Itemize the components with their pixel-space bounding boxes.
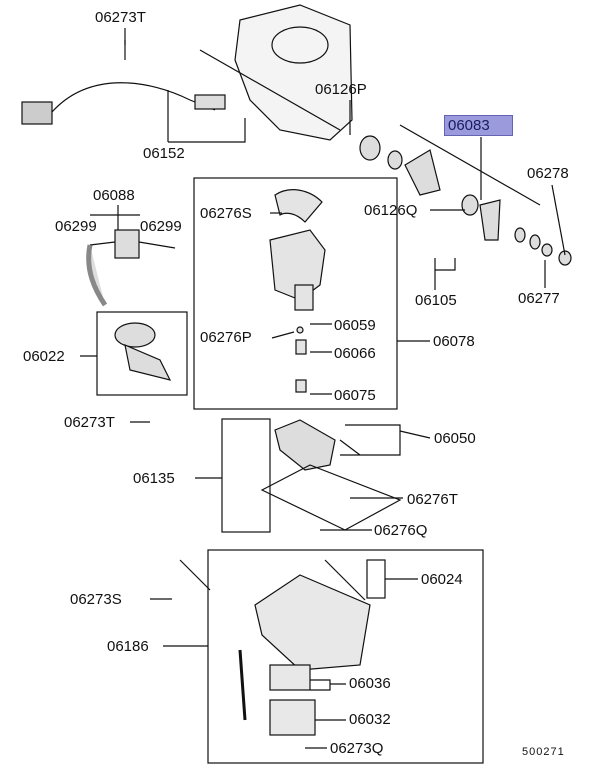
part-label[interactable]: 06278	[527, 165, 569, 182]
shaft-parts	[359, 135, 572, 266]
group-box-06078	[193, 177, 398, 410]
part-label[interactable]: 06276T	[407, 491, 458, 508]
part-label[interactable]: 06022	[23, 348, 65, 365]
part-label[interactable]: 06105	[415, 292, 457, 309]
part-label[interactable]: 06299	[140, 218, 182, 235]
part-label[interactable]: 06273S	[70, 591, 122, 608]
harness-part	[21, 40, 226, 125]
actuator-part	[114, 322, 172, 381]
float-part	[274, 419, 361, 471]
part-label[interactable]: 06032	[349, 711, 391, 728]
part-label[interactable]: 06075	[334, 387, 376, 404]
float-chamber-part	[238, 574, 371, 736]
part-label[interactable]: 06273Q	[330, 740, 384, 757]
part-label[interactable]: 06186	[107, 638, 149, 655]
part-label[interactable]: 06299	[55, 218, 97, 235]
part-label[interactable]: 06276P	[200, 329, 252, 346]
choke-parts	[269, 189, 326, 393]
throttle-body-part	[199, 4, 353, 141]
part-label[interactable]: 06273T	[64, 414, 115, 431]
group-box-06186	[207, 549, 484, 764]
group-box-06135	[221, 418, 271, 533]
group-box-06022	[96, 311, 188, 396]
part-label[interactable]: 06050	[434, 430, 476, 447]
part-label[interactable]: 06066	[334, 345, 376, 362]
part-label[interactable]: 06024	[421, 571, 463, 588]
part-label[interactable]: 06059	[334, 317, 376, 334]
part-label[interactable]: 06276S	[200, 205, 252, 222]
part-label[interactable]: 06078	[433, 333, 475, 350]
part-label[interactable]: 06088	[93, 187, 135, 204]
gasket-part	[260, 464, 402, 531]
part-label[interactable]: 06126Q	[364, 202, 418, 219]
part-label[interactable]: 06036	[349, 675, 391, 692]
part-label[interactable]: 06277	[518, 290, 560, 307]
filter-part	[86, 229, 176, 307]
part-label[interactable]: 06273T	[95, 9, 146, 26]
part-label[interactable]: 06135	[133, 470, 175, 487]
leader-lines	[80, 28, 566, 749]
diagram-number: 500271	[522, 746, 565, 758]
part-label[interactable]: 06152	[143, 145, 185, 162]
group-box-06024	[366, 559, 386, 599]
part-label[interactable]: 06276Q	[374, 522, 428, 539]
part-label[interactable]: 06126P	[315, 81, 367, 98]
part-label-highlighted[interactable]: 06083	[444, 115, 513, 136]
